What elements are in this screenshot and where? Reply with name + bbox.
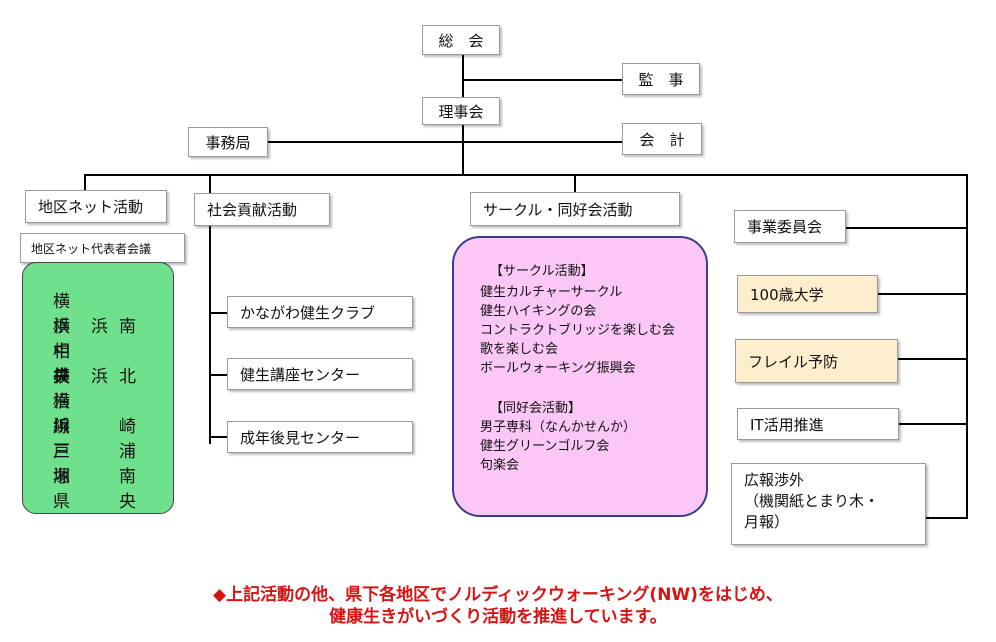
club-header: 【同好会活動】	[490, 401, 582, 416]
frailty-prevention-label: フレイル予防	[748, 352, 839, 371]
general-meeting-label: 総 会	[438, 31, 484, 50]
guardian-center-box: 成年後見センター	[227, 421, 413, 453]
it-promotion-label: IT活用推進	[750, 415, 824, 434]
university-100-label: 100歳大学	[750, 285, 824, 304]
circle-activities-box: サークル・同好会活動	[470, 192, 680, 226]
connector	[84, 174, 968, 176]
club-item: 句楽会	[480, 458, 520, 473]
club-item: 健生グリーンゴルフ会	[480, 439, 610, 454]
connector	[268, 141, 622, 143]
auditor-box: 監 事	[622, 63, 700, 95]
connector	[462, 124, 464, 175]
kanagawa-club-box: かながわ健生クラブ	[227, 296, 413, 328]
connector	[846, 227, 968, 229]
auditor-label: 監 事	[638, 70, 684, 89]
connector	[966, 174, 968, 519]
social-contribution-label: 社会貢献活動	[207, 201, 298, 219]
circle-item: ボールウォーキング振興会	[480, 361, 636, 376]
circle-activities-label: サークル・同好会活動	[483, 200, 633, 219]
connector	[574, 174, 576, 194]
footer-note-line-2: 健康生きがいづくり活動を推進しています。	[329, 607, 667, 627]
connector	[84, 174, 86, 192]
business-committee-box: 事業委員会	[734, 210, 846, 243]
social-contribution-box: 社会貢献活動	[194, 193, 330, 226]
circle-list-panel: 【サークル活動】 健生カルチャーサークル 健生ハイキングの会 コントラクトブリッ…	[452, 236, 708, 517]
connector	[209, 312, 227, 314]
frailty-prevention-box: フレイル予防	[735, 339, 898, 383]
lecture-center-label: 健生講座センター	[240, 365, 361, 384]
district-council-label: 地区ネット代表者会議	[31, 241, 152, 256]
connector	[899, 423, 968, 425]
circle-header: 【サークル活動】	[490, 264, 594, 279]
connector	[462, 79, 622, 81]
circle-item: 歌を楽しむ会	[480, 342, 559, 357]
circle-item: コントラクトブリッジを楽しむ会	[480, 323, 676, 338]
footer-note-line-1: ◆上記活動の他、県下各地区でノルディックウォーキング(NW)をはじめ、	[213, 585, 783, 605]
district-list: 横浜中央 横浜南 相鉄沿線 横浜北 横浜戸塚 川崎 三浦 湘南 県央	[22, 262, 174, 514]
pr-line-3: 月報）	[744, 513, 790, 531]
pr-line-2: （機関紙とまり木・	[744, 492, 880, 510]
kanagawa-club-label: かながわ健生クラブ	[240, 303, 376, 322]
secretariat-box: 事務局	[188, 127, 268, 157]
university-100-box: 100歳大学	[737, 275, 878, 313]
district-net-box: 地区ネット活動	[25, 190, 167, 223]
lecture-center-box: 健生講座センター	[227, 358, 413, 390]
business-committee-label: 事業委員会	[747, 218, 823, 236]
connector	[898, 358, 968, 360]
pr-line-1: 広報渉外	[744, 471, 805, 489]
pr-box: 広報渉外 （機関紙とまり木・ 月報）	[731, 463, 926, 545]
general-meeting-box: 総 会	[422, 25, 500, 55]
accounting-box: 会 計	[622, 123, 702, 155]
circle-item: 健生ハイキングの会	[480, 304, 597, 319]
connector	[926, 517, 968, 519]
connector	[209, 174, 211, 444]
connector	[209, 374, 227, 376]
connector	[878, 293, 968, 295]
accounting-label: 会 計	[639, 130, 685, 149]
it-promotion-box: IT活用推進	[737, 408, 899, 440]
club-item: 男子専科（なんかせんか）	[480, 420, 637, 435]
circle-item: 健生カルチャーサークル	[480, 285, 623, 300]
board-box: 理事会	[422, 97, 500, 125]
connector	[462, 55, 464, 100]
secretariat-label: 事務局	[205, 133, 251, 152]
connector	[209, 436, 227, 438]
guardian-center-label: 成年後見センター	[240, 428, 361, 447]
board-label: 理事会	[438, 102, 484, 121]
district-net-label: 地区ネット活動	[38, 198, 144, 216]
district-council-box: 地区ネット代表者会議	[20, 233, 185, 263]
